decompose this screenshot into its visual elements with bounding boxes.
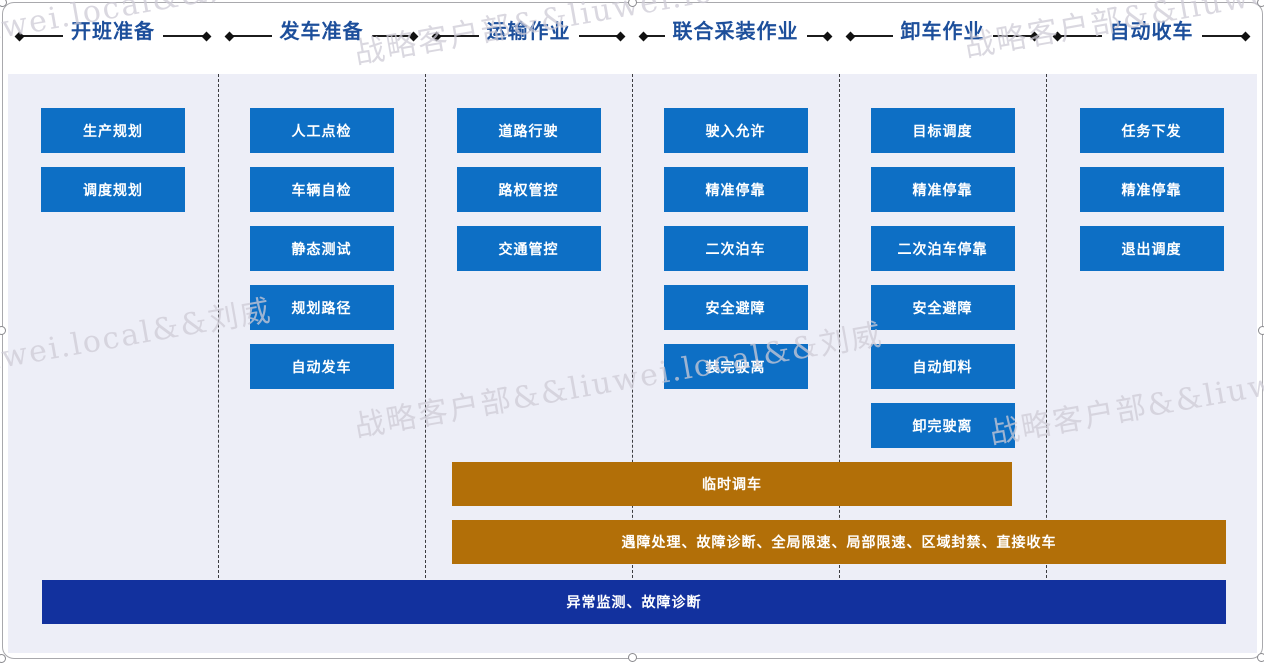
step-list: 目标调度精准停靠二次泊车停靠安全避障自动卸料卸完驶离 [839, 108, 1046, 448]
column-separator [425, 74, 426, 578]
resize-handle-right-middle[interactable] [1258, 326, 1264, 335]
diamond-icon [615, 31, 626, 42]
step-list: 任务下发精准停靠退出调度 [1046, 108, 1257, 271]
step-box[interactable]: 二次泊车停靠 [870, 226, 1015, 271]
step-box[interactable]: 精准停靠 [663, 167, 808, 212]
step-list: 驶入允许精准停靠二次泊车安全避障装完驶离 [632, 108, 839, 389]
diamond-icon [431, 31, 442, 42]
column-separator [218, 74, 219, 578]
phase-header: 发车准备 [224, 14, 419, 43]
phase-column: 发车准备人工点检车辆自检静态测试规划路径自动发车 [218, 0, 425, 600]
header-line [163, 35, 203, 37]
header-line [1061, 35, 1102, 37]
step-box[interactable]: 退出调度 [1079, 226, 1224, 271]
header-line [578, 35, 617, 37]
step-box[interactable]: 安全避障 [870, 285, 1015, 330]
phase-column: 自动收车任务下发精准停靠退出调度 [1046, 0, 1257, 600]
diamond-icon [14, 31, 25, 42]
diamond-icon [408, 31, 419, 42]
diamond-icon [1240, 31, 1251, 42]
phase-column: 运输作业道路行驶路权管控交通管控 [425, 0, 632, 600]
column-separator [632, 74, 633, 578]
header-line [854, 35, 893, 37]
step-box[interactable]: 规划路径 [249, 285, 394, 330]
phase-title: 自动收车 [1109, 21, 1194, 43]
step-list: 道路行驶路权管控交通管控 [425, 108, 632, 271]
diamond-icon [201, 31, 212, 42]
header-line [806, 35, 824, 37]
phase-column: 开班准备生产规划调度规划 [8, 0, 218, 600]
step-list: 人工点检车辆自检静态测试规划路径自动发车 [218, 108, 425, 389]
step-box[interactable]: 二次泊车 [663, 226, 808, 271]
step-box[interactable]: 驶入允许 [663, 108, 808, 153]
header-line [1201, 35, 1242, 37]
resize-handle-bottom-center[interactable] [628, 653, 637, 662]
resize-handle-bottom-right[interactable] [1257, 653, 1264, 662]
phase-header: 运输作业 [431, 14, 626, 43]
header-line [992, 35, 1031, 37]
diamond-icon [822, 31, 833, 42]
resize-handle-left-middle[interactable] [0, 326, 6, 335]
column-separator [839, 74, 840, 578]
resize-handle-top-left[interactable] [0, 0, 7, 7]
phase-title: 开班准备 [71, 21, 155, 43]
phase-title: 发车准备 [279, 21, 364, 43]
step-box[interactable]: 精准停靠 [1079, 167, 1224, 212]
temporary-dispatch-bar[interactable]: 临时调车 [452, 462, 1012, 506]
step-box[interactable]: 静态测试 [249, 226, 394, 271]
column-separator [1046, 74, 1047, 578]
diamond-icon [845, 31, 856, 42]
step-box[interactable]: 任务下发 [1079, 108, 1224, 153]
resize-handle-top-right[interactable] [1257, 0, 1264, 7]
step-box[interactable]: 调度规划 [41, 167, 185, 212]
step-box[interactable]: 车辆自检 [249, 167, 394, 212]
phase-header: 开班准备 [14, 14, 212, 43]
phase-title: 联合采装作业 [672, 21, 799, 43]
header-line [440, 35, 479, 37]
diamond-icon [1029, 31, 1040, 42]
monitoring-diagnosis-bar[interactable]: 异常监测、故障诊断 [42, 580, 1226, 624]
step-box[interactable]: 卸完驶离 [870, 403, 1015, 448]
diamond-icon [224, 31, 235, 42]
header-line [647, 35, 665, 37]
phase-header: 联合采装作业 [638, 14, 833, 43]
step-box[interactable]: 自动发车 [249, 344, 394, 389]
step-box[interactable]: 目标调度 [870, 108, 1015, 153]
phase-header: 卸车作业 [845, 14, 1040, 43]
phase-header: 自动收车 [1052, 14, 1251, 43]
step-box[interactable]: 自动卸料 [870, 344, 1015, 389]
resize-handle-bottom-left[interactable] [0, 654, 6, 663]
step-box[interactable]: 路权管控 [456, 167, 601, 212]
step-box[interactable]: 装完驶离 [663, 344, 808, 389]
step-box[interactable]: 精准停靠 [870, 167, 1015, 212]
header-line [371, 35, 410, 37]
phase-column: 联合采装作业驶入允许精准停靠二次泊车安全避障装完驶离 [632, 0, 839, 600]
diamond-icon [638, 31, 649, 42]
resize-handle-top-center[interactable] [628, 0, 637, 7]
header-line [233, 35, 272, 37]
exception-handling-bar[interactable]: 遇障处理、故障诊断、全局限速、局部限速、区域封禁、直接收车 [452, 520, 1226, 564]
header-line [23, 35, 63, 37]
step-box[interactable]: 安全避障 [663, 285, 808, 330]
diamond-icon [1052, 31, 1063, 42]
step-box[interactable]: 人工点检 [249, 108, 394, 153]
phase-title: 卸车作业 [900, 21, 985, 43]
step-box[interactable]: 生产规划 [41, 108, 185, 153]
phase-title: 运输作业 [486, 21, 571, 43]
phase-column: 卸车作业目标调度精准停靠二次泊车停靠安全避障自动卸料卸完驶离 [839, 0, 1046, 600]
step-box[interactable]: 道路行驶 [456, 108, 601, 153]
step-list: 生产规划调度规划 [8, 108, 218, 212]
step-box[interactable]: 交通管控 [456, 226, 601, 271]
